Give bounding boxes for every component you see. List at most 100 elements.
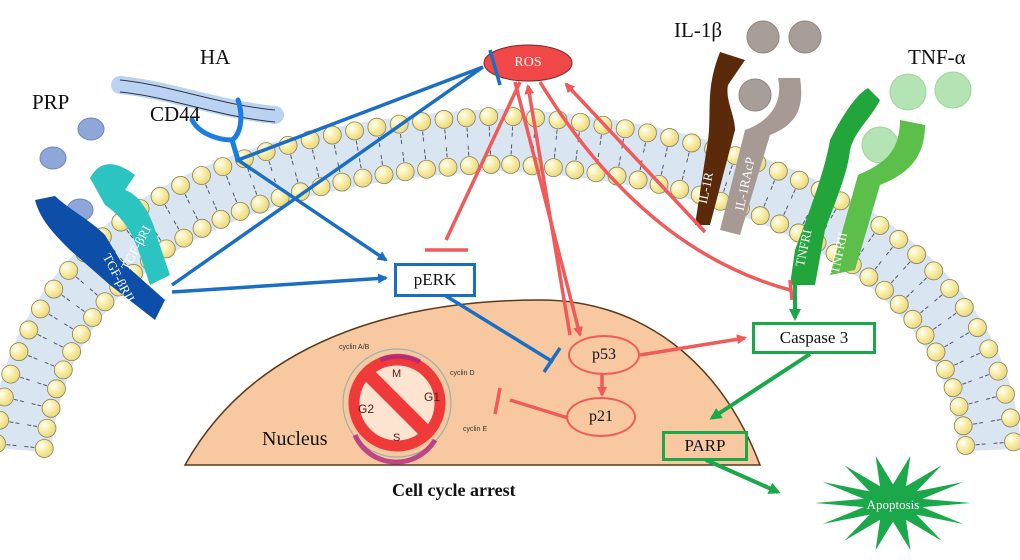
lipid-head	[456, 108, 476, 128]
lipid-head	[907, 245, 927, 264]
inhibit-bar-ros-blue	[488, 49, 502, 86]
lipid-tail	[43, 361, 55, 367]
lipid-tail	[920, 305, 930, 314]
green-edges	[705, 285, 812, 494]
lipid-tail	[268, 161, 273, 172]
lipid-tail	[511, 126, 514, 138]
tnfa-particles	[861, 71, 972, 164]
lipid-tail	[874, 260, 883, 270]
lipid-tail	[968, 400, 980, 405]
lipid-head	[192, 218, 212, 238]
lipid-head	[949, 397, 969, 416]
lipid-head	[1, 364, 21, 384]
lipid-head	[870, 216, 890, 235]
il1racp-receptor	[720, 78, 802, 235]
tnfri-receptor	[790, 88, 880, 285]
phase-g2: G2	[358, 402, 375, 416]
lipid-head	[979, 339, 999, 359]
ha-strand	[111, 76, 284, 124]
lipid-tail	[192, 209, 199, 220]
lipid-tail	[575, 149, 578, 161]
lipid-head	[345, 121, 364, 141]
lipid-head	[438, 157, 458, 177]
lipid-head	[367, 117, 387, 137]
lipid-tail	[467, 144, 470, 156]
lipid-head	[434, 110, 454, 129]
il1b-particles	[738, 20, 822, 112]
edge-tgf-activate-perk	[171, 273, 388, 294]
lipid-head	[460, 156, 479, 176]
lipid-tail	[975, 443, 987, 446]
edge-parp-activate-apoptosis	[705, 458, 781, 494]
lipid-head	[988, 361, 1008, 381]
perk-node: pERK	[394, 263, 476, 297]
lipid-tail	[959, 332, 970, 339]
lipid-head	[956, 436, 976, 455]
lipid-head	[967, 318, 987, 337]
lipid-tail	[75, 304, 85, 312]
lipid-tail	[164, 204, 171, 215]
lipid-head	[230, 201, 250, 221]
lipid-head	[859, 267, 879, 287]
lipid-tail	[126, 229, 134, 240]
lipid-tail	[783, 204, 789, 216]
apoptosis-burst	[815, 455, 971, 551]
lipid-tail	[664, 147, 668, 159]
lipid-tail	[763, 196, 769, 207]
lipid-head	[924, 261, 944, 281]
lipid-head	[615, 119, 635, 139]
lipid-tail	[380, 153, 383, 165]
lipid-tail	[577, 132, 580, 144]
inhibit-bar-p53	[542, 347, 562, 373]
lipid-head	[889, 294, 909, 314]
lipid-tail	[333, 144, 337, 156]
lipid-tail	[399, 133, 403, 146]
lipid-head	[889, 230, 909, 249]
lipid-head	[174, 228, 194, 248]
lipid-tail	[969, 352, 980, 359]
lipid-tail	[294, 171, 299, 183]
lipid-head	[83, 308, 102, 327]
blue-edges	[170, 49, 562, 373]
lipid-head	[412, 112, 431, 131]
lipid-tail	[918, 277, 927, 286]
lipid-tail	[906, 289, 915, 298]
cd44-label: CD44	[150, 102, 201, 126]
lipid-head	[940, 279, 960, 298]
lipid-head	[150, 187, 170, 206]
lipid-head	[374, 165, 394, 185]
nucleus-label: Nucleus	[262, 428, 328, 450]
lipid-head	[565, 160, 585, 180]
lipid-head	[768, 161, 788, 181]
lipid-head	[903, 309, 923, 329]
lipid-tail	[444, 129, 447, 141]
lipid-head	[71, 324, 91, 344]
lipid-head	[682, 133, 702, 153]
lipid-tail	[933, 322, 943, 330]
lipid-tail	[315, 166, 320, 178]
lipid-tail	[37, 333, 48, 340]
lipid-head	[9, 342, 29, 362]
lipid-tail	[618, 155, 622, 167]
lipid-tail	[211, 200, 218, 211]
lipid-head	[770, 214, 790, 234]
lipid-head	[59, 260, 79, 280]
lipid-tail	[962, 379, 973, 385]
lipid-tail	[88, 287, 98, 296]
lipid-head	[996, 384, 1015, 404]
lipid-tail	[466, 127, 469, 139]
lipid-tail	[337, 161, 341, 173]
lipid-tail	[173, 219, 180, 230]
lipid-head	[0, 434, 6, 453]
lipid-head	[954, 298, 974, 317]
lipid-tail	[555, 129, 558, 141]
lipid-head	[62, 342, 81, 362]
tnfa-label: TNF-α	[908, 45, 966, 69]
ha-label: HA	[200, 45, 231, 69]
lipid-head	[0, 410, 10, 430]
lipid-head	[44, 279, 64, 299]
lipid-head	[571, 112, 590, 132]
lipid-tail	[30, 402, 42, 407]
cell-cycle-arrest-caption: Cell cycle arrest	[392, 480, 516, 500]
